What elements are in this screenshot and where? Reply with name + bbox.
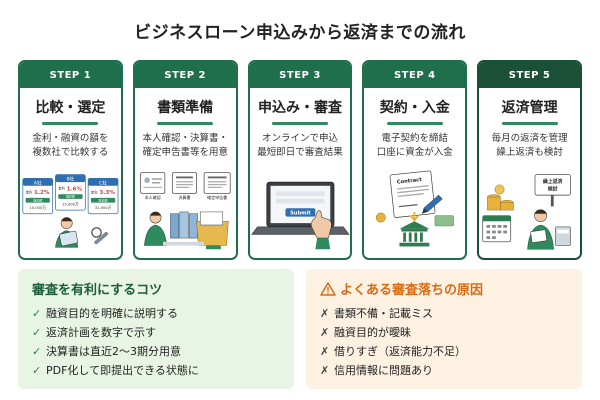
- cross-icon: ✗: [320, 364, 330, 377]
- repayment-illustration: 繰上返済 検討: [479, 168, 580, 254]
- fail-reasons-title-text: よくある審査落ちの原因: [340, 283, 484, 298]
- card-a-name: A社: [34, 179, 42, 186]
- laptop-icon: Submit: [250, 181, 350, 250]
- tip-item: ✓ 融資目的を明確に説明する: [32, 304, 280, 323]
- step-label-2: STEP 2: [134, 62, 236, 88]
- card-c-amount: 31,000万: [95, 206, 112, 210]
- card-b-rate: 1.6%: [67, 186, 83, 192]
- step-divider-3: [271, 122, 328, 125]
- step-label-3: STEP 3: [249, 62, 351, 88]
- step-label-1: STEP 1: [20, 62, 121, 88]
- step-desc-5: 毎月の返済を管理 繰上返済も検討: [491, 133, 568, 158]
- fail-reasons-panel: よくある審査落ちの原因 ✗ 書類不備・記載ミス ✗ 融資目的が曖昧 ✗ 借りすぎ（返済…: [306, 269, 582, 389]
- cross-icon: ✗: [320, 307, 330, 320]
- card-c-rate-label: 金利: [91, 189, 98, 194]
- comparison-cards-icon: A社 金利 1.2% 融資額 10,000万 B社 金利 1.6% 融資額 15…: [22, 174, 119, 248]
- step-name-4: 契約・入金: [379, 100, 450, 116]
- step-divider-5: [501, 122, 558, 125]
- check-icon: ✓: [32, 326, 42, 339]
- submit-button-label: Submit: [290, 210, 311, 216]
- step-name-3: 申込み・審査: [257, 100, 342, 116]
- tip-text: 決算書は直近2〜3期分用意: [46, 345, 181, 358]
- check-icon: ✓: [32, 345, 42, 358]
- fail-item: ✗ 信用情報に問題あり: [320, 361, 568, 380]
- card-a-amount-label: 融資額: [33, 197, 42, 202]
- tip-item: ✓ PDF化して即提出できる状態に: [32, 361, 280, 380]
- card-a-amount: 10,000万: [29, 206, 46, 210]
- warning-icon: [320, 281, 336, 296]
- step-desc-4: 電子契約を締結 口座に資金が入金: [376, 133, 453, 158]
- step-card-1: STEP 1 比較・選定 金利・融資の額を 複数社で比較する A社 金利 1.2…: [18, 60, 123, 260]
- repayment-icon: 繰上返済 検討: [482, 174, 571, 250]
- fail-item: ✗ 融資目的が曖昧: [320, 323, 568, 342]
- fail-text: 借りすぎ（返済能力不足）: [334, 345, 466, 358]
- cross-icon: ✗: [320, 326, 330, 339]
- card-a-rate: 1.2%: [34, 190, 50, 196]
- documents-icon: 本人確認 決算書 確定申告書: [140, 172, 231, 250]
- steps-row: STEP 1 比較・選定 金利・融資の額を 複数社で比較する A社 金利 1.2…: [18, 60, 582, 260]
- documents-illustration: 本人確認 決算書 確定申告書: [135, 168, 236, 254]
- step-name-1: 比較・選定: [35, 100, 106, 116]
- step-name-2: 書類準備: [157, 100, 214, 116]
- tip-text: 融資目的を明確に説明する: [46, 307, 178, 320]
- tip-text: 返済計画を数字で示す: [46, 326, 156, 339]
- doc-id-label: 本人確認: [145, 194, 161, 200]
- card-b-amount: 15,000万: [62, 202, 79, 206]
- card-c-name: C社: [99, 179, 107, 186]
- page-title: ビジネスローン申込みから返済までの流れ: [126, 18, 474, 45]
- prepayment-sign-line2: 検討: [548, 185, 558, 192]
- step-desc-2: 本人確認・決算書・ 確定申告書等を用意: [142, 133, 228, 158]
- doc-tax-label: 確定申告書: [207, 194, 227, 200]
- step-label-5: STEP 5: [479, 62, 580, 88]
- step-card-4: STEP 4 契約・入金 電子契約を締結 口座に資金が入金 Contract: [362, 60, 468, 260]
- check-icon: ✓: [32, 364, 42, 377]
- contract-label: Contract: [397, 177, 423, 186]
- step-divider-4: [386, 122, 443, 125]
- prepayment-sign-line1: 繰上返済: [542, 178, 563, 185]
- card-c-rate: 3.3%: [99, 190, 115, 196]
- tip-text: PDF化して即提出できる状態に: [46, 364, 199, 377]
- cross-icon: ✗: [320, 345, 330, 358]
- check-icon: ✓: [32, 307, 42, 320]
- tips-panel: 審査を有利にするコツ ✓ 融資目的を明確に説明する ✓ 返済計画を数字で示す ✓ 決算…: [18, 269, 294, 389]
- step-name-5: 返済管理: [501, 100, 558, 116]
- fail-text: 信用情報に問題あり: [334, 364, 433, 377]
- fail-text: 書類不備・記載ミス: [334, 307, 433, 320]
- fail-reasons-title: よくある審査落ちの原因: [320, 279, 568, 298]
- step-card-2: STEP 2 書類準備 本人確認・決算書・ 確定申告書等を用意 本人確認: [132, 60, 238, 260]
- tip-item: ✓ 決算書は直近2〜3期分用意: [32, 342, 280, 361]
- card-b-name: B社: [66, 176, 74, 183]
- card-b-amount-label: 融資額: [66, 194, 75, 199]
- step-desc-3: オンラインで申込 最短即日で審査結果: [257, 133, 343, 158]
- step-divider-1: [42, 122, 99, 125]
- fail-item: ✗ 借りすぎ（返済能力不足）: [320, 342, 568, 361]
- step-card-3: STEP 3 申込み・審査 オンラインで申込 最短即日で審査結果 Submit: [247, 60, 353, 260]
- fail-text: 融資目的が曖昧: [334, 326, 411, 339]
- step-divider-2: [157, 122, 214, 125]
- card-c-amount-label: 融資額: [99, 197, 108, 202]
- tip-item: ✓ 返済計画を数字で示す: [32, 323, 280, 342]
- card-b-rate-label: 金利: [58, 186, 65, 191]
- contract-icon: Contract: [376, 170, 455, 247]
- laptop-illustration: Submit: [250, 168, 351, 254]
- step-label-4: STEP 4: [364, 62, 466, 88]
- comparison-illustration: A社 金利 1.2% 融資額 10,000万 B社 金利 1.6% 融資額 15…: [20, 168, 121, 254]
- doc-financial-label: 決算書: [178, 194, 190, 200]
- step-desc-1: 金利・融資の額を 複数社で比較する: [32, 133, 109, 158]
- title-wrap: ビジネスローン申込みから返済までの流れ: [0, 18, 600, 45]
- step-card-5: STEP 5 返済管理 毎月の返済を管理 繰上返済も検討 繰上返済 検討: [477, 60, 582, 260]
- contract-illustration: Contract: [364, 168, 465, 254]
- tips-title: 審査を有利にするコツ: [32, 283, 163, 298]
- fail-item: ✗ 書類不備・記載ミス: [320, 304, 568, 323]
- card-a-rate-label: 金利: [26, 189, 33, 194]
